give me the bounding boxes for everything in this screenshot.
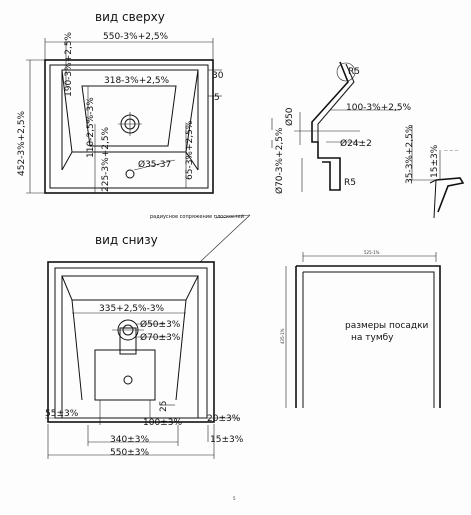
bottom-view-outline [47, 261, 215, 423]
dim-top-width: 550-3%+2,5% [103, 32, 169, 42]
dim-cabinet-height: 435-1% [280, 328, 285, 344]
dim-bottom-d50: Ø50±3% [140, 319, 181, 330]
section-profile [271, 61, 400, 192]
dim-section-d70: Ø70-3%+2,5% [274, 127, 285, 194]
section-note: радиусное сопряжение плоскостей [150, 213, 244, 220]
dim-bottom-55: 55±3% [45, 409, 79, 419]
bottom-view-dimension-lines [45, 312, 240, 459]
dim-bottom-d70: Ø70±3% [140, 332, 181, 343]
dim-bottom-550: 550±3% [110, 448, 149, 458]
rim-detail [408, 125, 465, 219]
dim-bottom-335: 335+2,5%-3% [99, 304, 165, 314]
top-view-dimension-lines [26, 38, 222, 194]
dim-section-r5-bottom: R5 [344, 178, 356, 188]
dim-top-right-65: 65-3%+2,5% [185, 120, 195, 180]
dim-top-left-225: 225-3%+2,5% [101, 126, 111, 192]
dim-top-height: 452-3%+2,5% [17, 110, 27, 176]
dim-section-d50: Ø50 [284, 107, 295, 126]
cabinet-note-1: размеры посадки [345, 321, 429, 331]
page-mark: 5 [233, 496, 236, 501]
rim-small-note: — — — [444, 148, 459, 153]
top-view-title: вид сверху [95, 10, 165, 24]
dim-top-left-190: 190-3%+2,5% [64, 31, 74, 97]
cabinet-note-2: на тумбу [351, 333, 394, 343]
dim-rim-35: 35-3%+2,5% [405, 124, 415, 184]
dim-top-right-30: 30 [212, 71, 224, 81]
cabinet-outline [285, 252, 441, 408]
dim-top-inner-width: 318-3%+2,5% [104, 76, 170, 86]
dim-section-d24: Ø24±2 [340, 138, 372, 149]
dim-section-100: 100-3%+2,5% [346, 103, 412, 113]
dim-bottom-25: 25 [159, 401, 169, 412]
bottom-view-title: вид снизу [95, 233, 158, 247]
dim-cabinet-width: 525-1% [364, 250, 380, 255]
dim-bottom-20: 20±3% [207, 414, 241, 424]
dim-top-right-5: 5 [214, 93, 220, 103]
dim-bottom-15: 15±3% [210, 435, 244, 445]
dim-top-left-110: 110-2,5%-3% [86, 97, 96, 158]
dim-bottom-100: 100±3% [143, 418, 182, 428]
dim-top-hole: Ø35-37 [138, 159, 171, 170]
dim-section-r5-top: R5 [348, 67, 360, 77]
dim-bottom-340: 340±3% [110, 435, 149, 445]
dim-rim-15: 15±3% [430, 144, 440, 178]
